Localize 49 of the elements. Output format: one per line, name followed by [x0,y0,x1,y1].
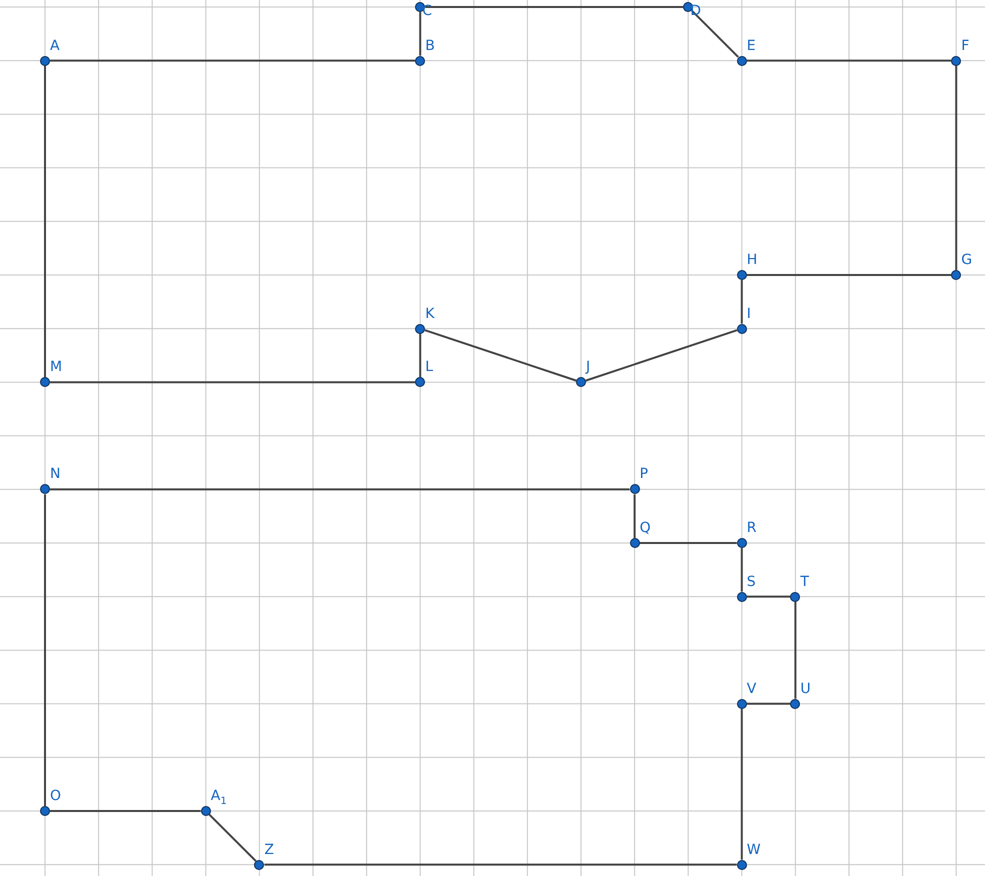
point-label: K [425,306,434,322]
point-label: L [425,359,433,376]
line-segment [740,708,743,860]
line-segment [50,60,416,62]
point-label: Q [640,520,651,536]
line-segment [691,10,739,58]
point-label: F [961,38,970,54]
line-segment [208,814,257,862]
line-segment [640,542,737,544]
point-label: U [800,680,811,697]
point-label: V [746,680,756,697]
line-segment [419,334,422,378]
point-label: H [746,252,758,268]
point-label: N [50,466,60,482]
line-segment [746,60,952,62]
line-segment [740,280,743,324]
point-label: R [746,520,757,536]
line-segment [44,494,46,806]
line-segment [634,494,636,538]
point-label: G [961,252,972,268]
line-segment [44,66,46,378]
point-label: C [422,3,432,19]
line-segment [740,548,743,592]
line-segment [585,329,738,382]
line-segment [419,12,422,56]
point-label: W [746,842,761,858]
point-label: M [50,359,62,376]
point-label: J [586,359,590,376]
line-segment [746,596,790,598]
line-segment [746,702,790,705]
line-segment [746,274,952,276]
line-segment [50,381,416,384]
line-segment [50,810,201,812]
point-label: O [50,788,62,804]
point-label: I [746,306,751,322]
line-segment [50,488,630,490]
point-label: A$_{1}$ [210,788,227,809]
point-label: S [746,574,756,590]
line-segment [424,329,577,382]
line-segment [264,864,737,866]
point-label: A [50,38,60,54]
point-label: B [425,38,435,54]
line-segment [955,66,958,270]
line-segment [425,6,684,8]
point-label: Z [264,842,274,858]
line-segment [794,602,796,699]
point-label: T [800,574,809,590]
point-label: E [746,38,756,54]
point-label: P [640,466,648,482]
